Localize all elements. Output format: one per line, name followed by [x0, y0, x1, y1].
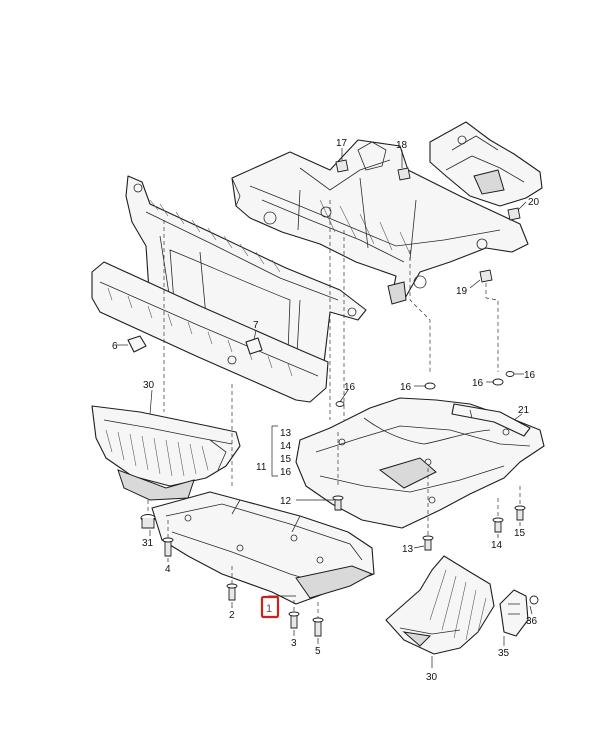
callout-7: 7 [253, 320, 259, 331]
callout-31: 31 [142, 538, 154, 549]
subframe-mount-bracket [429, 121, 543, 207]
front-subframe [231, 139, 529, 305]
callout-1: 1 [266, 603, 272, 615]
strap-21 [451, 403, 531, 437]
callout-36: 36 [526, 616, 538, 627]
assembly-lines [147, 200, 521, 620]
callout-20: 20 [528, 197, 540, 208]
callout-30-right: 30 [426, 672, 438, 683]
callout-4: 4 [165, 564, 171, 575]
callout-19: 19 [456, 286, 468, 297]
callout-13: 13 [402, 544, 414, 555]
callout-12: 12 [280, 496, 292, 507]
highlight-box [260, 595, 280, 619]
bracket-35 [499, 589, 529, 637]
callout-16-b: 16 [400, 382, 412, 393]
callout-16-c: 16 [472, 378, 484, 389]
callout-16-a: 16 [344, 382, 356, 393]
callout-15-group: 15 [280, 454, 292, 465]
callout-labels: 17 18 20 19 6 7 30 16 16 16 16 21 13 14 … [112, 138, 540, 683]
bumper-carrier-beam [91, 261, 329, 403]
noise-insulation-left-30 [91, 405, 241, 501]
fasteners [140, 159, 539, 637]
callout-13-group: 13 [280, 428, 292, 439]
callout-14-group: 14 [280, 441, 292, 452]
engine-underbody-shield [295, 397, 545, 529]
callout-18: 18 [396, 140, 408, 151]
front-underbody-panel-1 [151, 491, 375, 605]
callout-30-left: 30 [143, 380, 155, 391]
callout-17: 17 [336, 138, 348, 149]
callout-3: 3 [291, 638, 297, 649]
callout-5: 5 [315, 646, 321, 657]
callout-2: 2 [229, 610, 235, 621]
clip-6 [116, 335, 147, 353]
callout-6: 6 [112, 341, 118, 352]
callout-16-group: 16 [280, 467, 292, 478]
callout-16-d: 16 [524, 370, 536, 381]
clip-7 [245, 329, 263, 355]
noise-insulation-right-30 [385, 555, 495, 655]
callout-21: 21 [518, 405, 530, 416]
callout-15: 15 [514, 528, 526, 539]
callout-11: 11 [256, 462, 267, 473]
leader-lines [149, 148, 533, 668]
callout-14: 14 [491, 540, 503, 551]
callout-35: 35 [498, 648, 510, 659]
highlighted-callout-1[interactable]: 1 [260, 595, 280, 619]
